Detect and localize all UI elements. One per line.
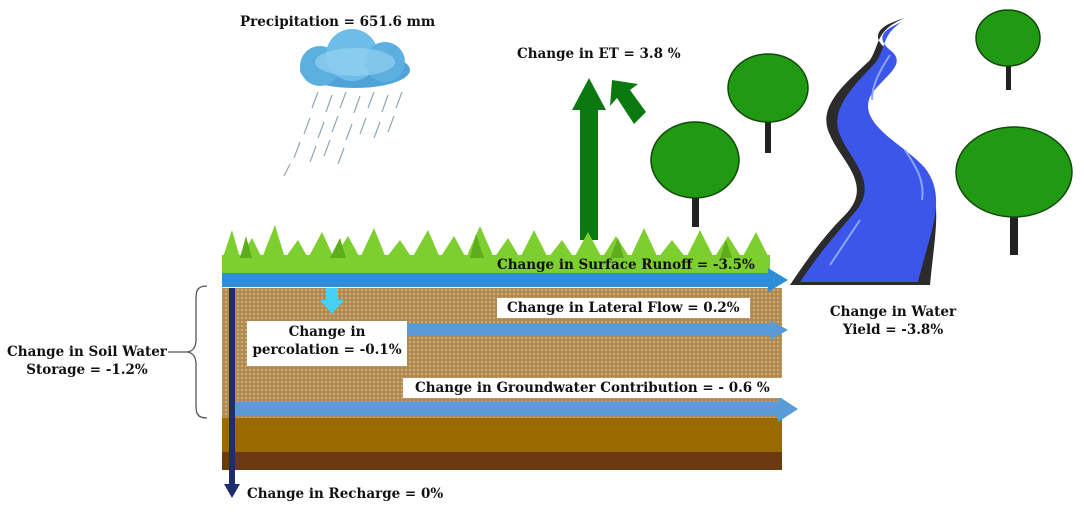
percolation-label-line2: percolation = -0.1% <box>252 342 402 358</box>
river-icon <box>790 18 937 285</box>
recharge-label: Change in Recharge = 0% <box>247 486 444 502</box>
grass-icon <box>222 225 770 273</box>
tree-icon <box>975 9 1041 90</box>
lateral-flow-label: Change in Lateral Flow = 0.2% <box>497 298 750 318</box>
et-label: Change in ET = 3.8 % <box>517 46 681 62</box>
et-arrow-icon <box>572 78 646 240</box>
tree-icon <box>727 53 809 153</box>
rain-cloud-icon <box>300 29 410 88</box>
tree-icon <box>955 126 1073 255</box>
water-yield-label-line1: Change in Water <box>829 304 957 320</box>
groundwater-arrow-icon <box>232 396 798 422</box>
surface-runoff-label: Change in Surface Runoff = -3.5% <box>497 257 755 273</box>
lateral-flow-arrow-icon <box>390 320 788 340</box>
soil-water-label: Change in Soil Water Storage = -1.2% <box>2 343 172 379</box>
soil-water-bracket <box>185 285 208 419</box>
precipitation-label: Precipitation = 651.6 mm <box>240 14 436 30</box>
water-yield-label: Change in Water Yield = -3.8% <box>818 303 968 339</box>
surface-runoff-arrow-icon <box>222 268 788 292</box>
rain-drops-icon <box>283 91 403 177</box>
tree-icon <box>650 121 740 227</box>
recharge-arrow-icon <box>224 288 240 498</box>
groundwater-label: Change in Groundwater Contribution = - 0… <box>403 378 782 398</box>
soil-water-label-line2: Storage = -1.2% <box>26 362 148 378</box>
water-yield-label-line2: Yield = -3.8% <box>842 322 944 338</box>
soil-water-label-line1: Change in Soil Water <box>7 344 167 360</box>
percolation-label-line1: Change in <box>288 324 366 340</box>
percolation-arrow-icon <box>320 288 344 314</box>
percolation-label: Change in percolation = -0.1% <box>247 321 407 366</box>
